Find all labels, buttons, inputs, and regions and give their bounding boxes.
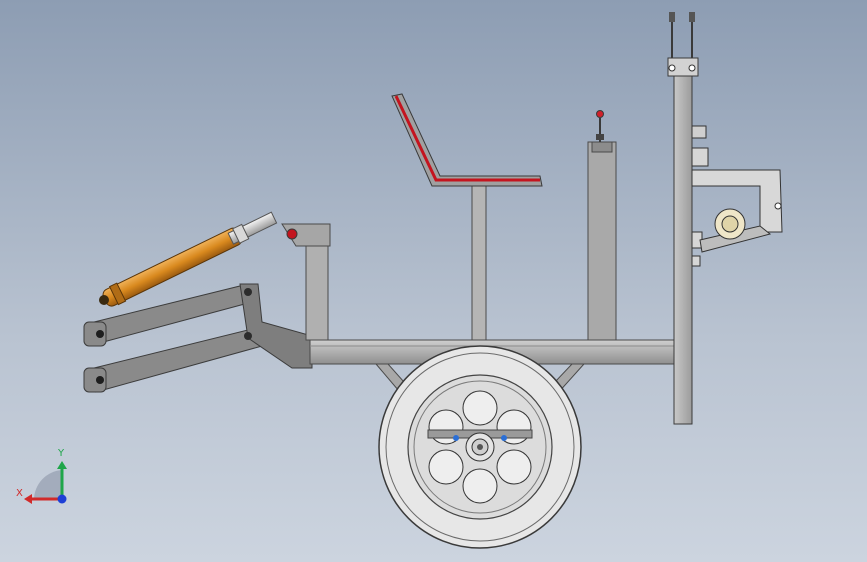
axis-triad: X Y	[16, 448, 67, 504]
hydraulic-cylinder[interactable]	[99, 209, 278, 309]
hitch-linkage[interactable]	[83, 223, 331, 393]
rear-mast[interactable]	[667, 12, 709, 425]
wheel[interactable]	[378, 345, 582, 549]
seat[interactable]	[391, 93, 543, 341]
control-column[interactable]	[587, 110, 617, 341]
x-axis-label: X	[16, 488, 23, 499]
y-axis-label: Y	[57, 448, 65, 459]
z-axis-dot	[57, 494, 67, 504]
side-arm[interactable]	[691, 169, 783, 253]
